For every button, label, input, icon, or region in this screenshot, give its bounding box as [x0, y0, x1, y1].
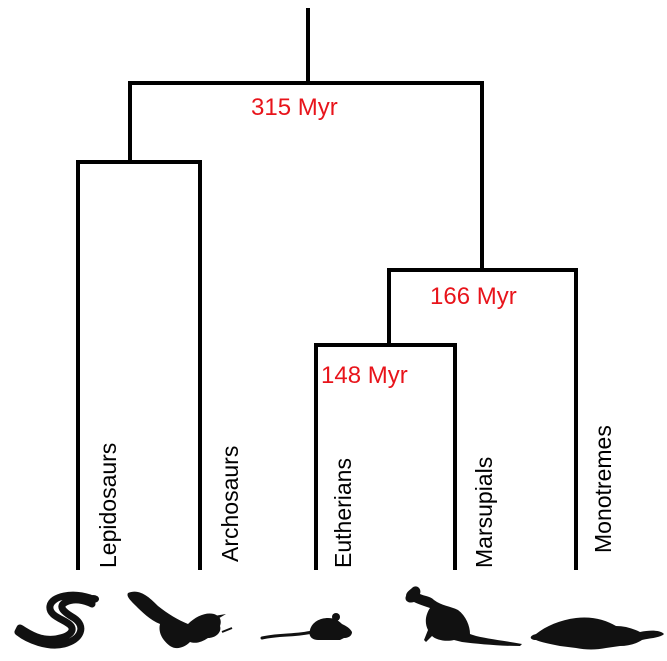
taxon-label-eutherians: Eutherians: [330, 458, 356, 568]
taxon-label-lepidosaurs: Lepidosaurs: [95, 443, 121, 568]
kangaroo-icon: [405, 586, 522, 646]
bird-icon: [127, 592, 232, 648]
root-age-label: 315 Myr: [251, 94, 338, 121]
taxon-label-archosaurs: Archosaurs: [217, 446, 243, 562]
mammal-age-label: 166 Myr: [430, 283, 517, 310]
mouse-icon: [262, 613, 352, 640]
taxon-label-marsupials: Marsupials: [471, 457, 497, 568]
therian-age-label: 148 Myr: [321, 362, 408, 389]
platypus-icon: [531, 617, 664, 649]
snake-icon: [18, 595, 99, 645]
taxon-label-monotremes: Monotremes: [590, 425, 616, 553]
